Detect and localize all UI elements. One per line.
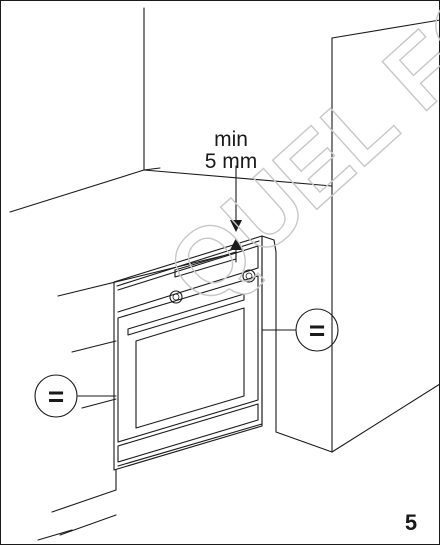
clearance-label-value: 5 mm (204, 150, 258, 173)
cabinet-side-panel (261, 235, 440, 453)
right-gap-indicator: = (261, 308, 339, 352)
clearance-arrows (230, 165, 242, 263)
right-equal-symbol: = (309, 315, 325, 346)
cabinet-edges (37, 255, 223, 541)
clearance-label-min: min (214, 128, 248, 151)
oven (113, 235, 263, 491)
left-equal-symbol: = (48, 381, 64, 412)
worktop (9, 167, 333, 213)
left-gap-indicator: = (34, 374, 117, 418)
wall-outline (143, 7, 440, 453)
page-number: 5 (404, 510, 418, 535)
